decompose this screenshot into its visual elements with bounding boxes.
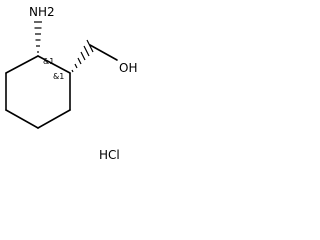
molecule-structure: NH2 OH &1 &1 HCl — [5, 5, 137, 162]
bond-ch2-oh — [89, 44, 118, 61]
ring-bond-6 — [5, 55, 39, 74]
hashed-bond-amine — [34, 21, 42, 53]
ring-bond-4 — [5, 109, 39, 129]
amine-label: NH2 — [29, 5, 55, 19]
stereo-label-c2: &1 — [43, 57, 54, 66]
stereo-label-c1: &1 — [53, 72, 64, 81]
hydroxyl-label: OH — [119, 61, 137, 75]
hcl-salt-label: HCl — [99, 148, 120, 162]
hashed-bond-hydroxymethyl — [71, 39, 94, 73]
ring-bond-1 — [37, 55, 71, 74]
cyclohexane-ring — [5, 55, 71, 129]
ring-bond-3 — [37, 109, 71, 129]
